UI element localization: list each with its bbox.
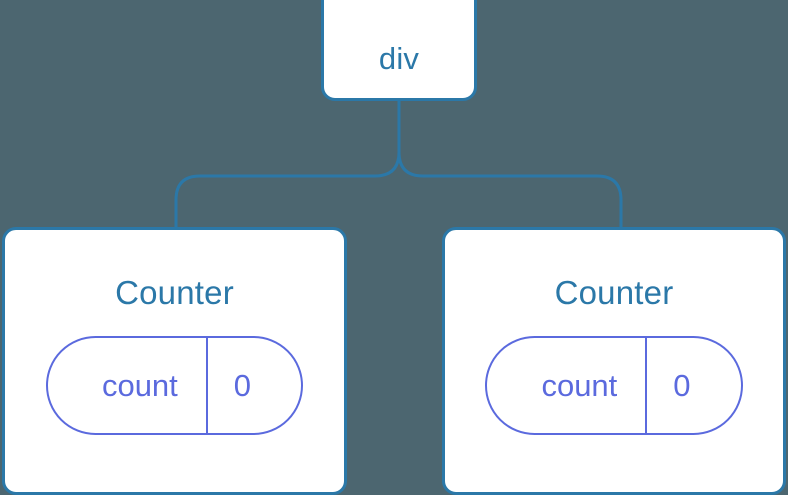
connector-path-right <box>397 99 623 232</box>
state-value-label: 0 <box>233 368 252 403</box>
root-node-label: div <box>378 41 420 76</box>
component-title: Counter <box>115 274 234 311</box>
state-pill[interactable]: count 0 <box>45 336 304 435</box>
state-key-label: count <box>101 368 178 403</box>
state-pill[interactable]: count 0 <box>485 336 743 435</box>
state-value-label: 0 <box>673 368 691 403</box>
state-pill-divider <box>205 338 208 433</box>
state-pill-divider <box>645 338 648 433</box>
component-title: Counter <box>554 274 674 311</box>
state-key-label: count <box>541 368 618 403</box>
root-node-div[interactable]: div <box>321 0 477 101</box>
component-card-counter-right[interactable]: Counter count 0 <box>442 227 786 495</box>
connector-path-left <box>174 99 401 232</box>
component-card-counter-left[interactable]: Counter count 0 <box>2 227 347 495</box>
